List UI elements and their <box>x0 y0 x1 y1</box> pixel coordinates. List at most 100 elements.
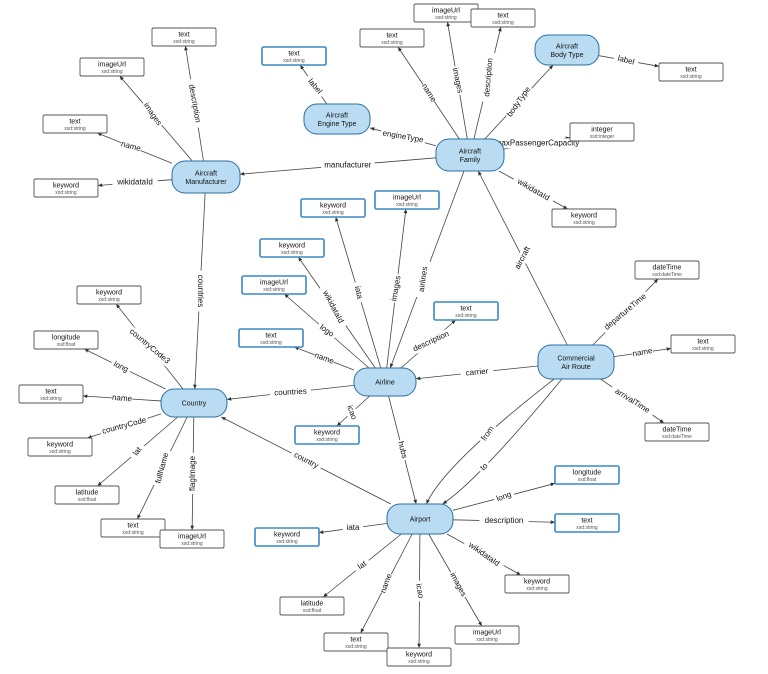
edge-departuretime: departureTime <box>592 278 659 346</box>
edge-label: label <box>598 52 660 69</box>
edge-wikidataid: wikidataId <box>498 170 568 210</box>
literal-node-shape <box>33 330 99 350</box>
edge-line <box>426 378 555 505</box>
edge-label: description <box>485 516 524 525</box>
edge-label: carrier <box>465 366 489 377</box>
literal-name: text <box>685 67 696 74</box>
edge-label-bg <box>321 160 375 171</box>
edge-label: airlines <box>417 266 429 292</box>
literal-name: longitude <box>52 335 81 342</box>
literal-node-shape <box>374 190 440 210</box>
class-node-label: Commercial <box>557 355 595 362</box>
edge-name: name <box>613 345 672 360</box>
class-node-country[interactable]: Country <box>160 388 228 418</box>
edge-images: images <box>446 21 468 140</box>
literal-name: imageUrl <box>393 195 421 202</box>
edge-label-bg <box>479 516 529 527</box>
edge-label: wikidataId <box>320 288 345 325</box>
edge-carrier: carrier <box>415 365 539 381</box>
literal-type: xsd:string <box>492 20 514 26</box>
class-node-shape <box>435 138 505 172</box>
edge-label-bg <box>494 138 580 149</box>
edge-label-bg <box>446 569 470 600</box>
literal-type: xsd:string <box>64 126 86 132</box>
edge-label-bg <box>152 448 172 488</box>
literal-type: xsd:string <box>476 637 498 643</box>
literal-type: xsd:string <box>381 40 403 46</box>
class-node-label: Aircraft <box>195 170 217 177</box>
literal-name: dateTime <box>663 427 692 434</box>
edge-label: maxPassengerCapacity <box>495 138 579 147</box>
edge-label: arrivalTime <box>613 386 652 415</box>
literal-name: longitude <box>573 470 602 477</box>
edge-label-bg <box>140 99 165 129</box>
edge-icao: icao <box>412 533 427 649</box>
literal-name: imageUrl <box>432 8 460 15</box>
edge-long: long <box>84 348 166 390</box>
literal-name: text <box>386 33 397 40</box>
literal-node-shape <box>323 632 389 652</box>
literal-name: keyword <box>47 442 73 449</box>
edge-countrycode: countryCode <box>87 413 162 439</box>
edge-label-bg <box>476 459 493 475</box>
class-node-airline[interactable]: Airline <box>353 367 417 397</box>
edge-label-bg <box>111 392 133 405</box>
literal-name: text <box>265 333 276 340</box>
edge-lat: lat <box>322 533 402 598</box>
literal-type: xsd:string <box>40 396 62 402</box>
edge-label-bg <box>125 325 174 368</box>
class-node-label: Air Route <box>561 364 590 371</box>
literal-node-shape <box>54 485 120 505</box>
edges-layer: descriptionimagesnamewikidataIdcountries… <box>82 21 672 649</box>
literal-type: xsd:string <box>283 58 305 64</box>
literal-type: xsd:string <box>101 69 123 75</box>
edge-hubs: hubs <box>388 395 417 505</box>
class-node-airport[interactable]: Airport <box>386 503 454 535</box>
edge-label-bg <box>462 537 506 572</box>
literal-node-shape <box>294 425 360 445</box>
literal-node-shape <box>259 238 325 258</box>
